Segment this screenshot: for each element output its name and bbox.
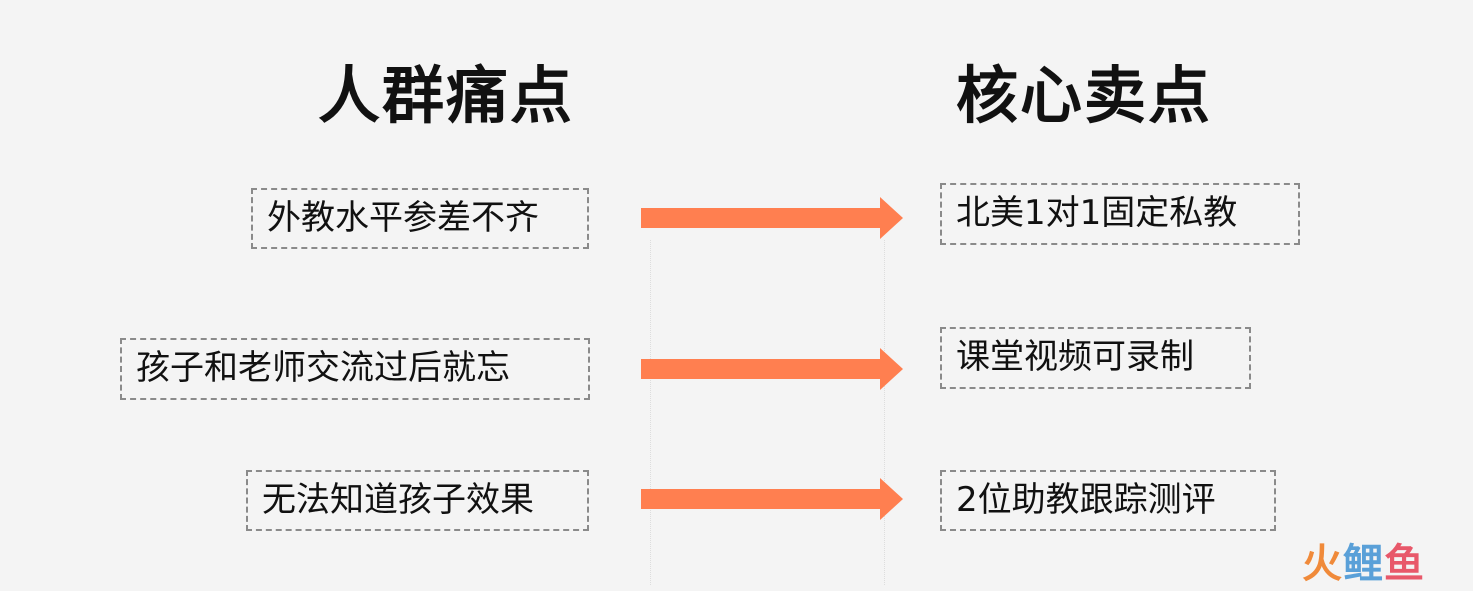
pain-point-box: 外教水平参差不齐 (251, 188, 589, 249)
selling-point-box: 2位助教跟踪测评 (940, 470, 1276, 531)
guide-line (884, 240, 885, 585)
pain-point-box: 孩子和老师交流过后就忘 (120, 338, 590, 400)
selling-point-box: 北美1对1固定私教 (940, 183, 1300, 245)
watermark-logo: 火鲤鱼 (1302, 540, 1425, 588)
watermark-char: 鱼 (1384, 541, 1425, 587)
right-arrow-icon (641, 478, 903, 520)
right-arrow-icon (641, 197, 903, 239)
right-arrow-icon (641, 348, 903, 390)
watermark-char: 鲤 (1343, 541, 1384, 587)
pain-point-box: 无法知道孩子效果 (246, 470, 589, 531)
watermark-char: 火 (1302, 541, 1343, 587)
selling-point-box: 课堂视频可录制 (940, 327, 1251, 389)
guide-line (650, 240, 651, 585)
pain-points-heading: 人群痛点 (318, 59, 575, 132)
selling-points-heading: 核心卖点 (956, 59, 1213, 132)
